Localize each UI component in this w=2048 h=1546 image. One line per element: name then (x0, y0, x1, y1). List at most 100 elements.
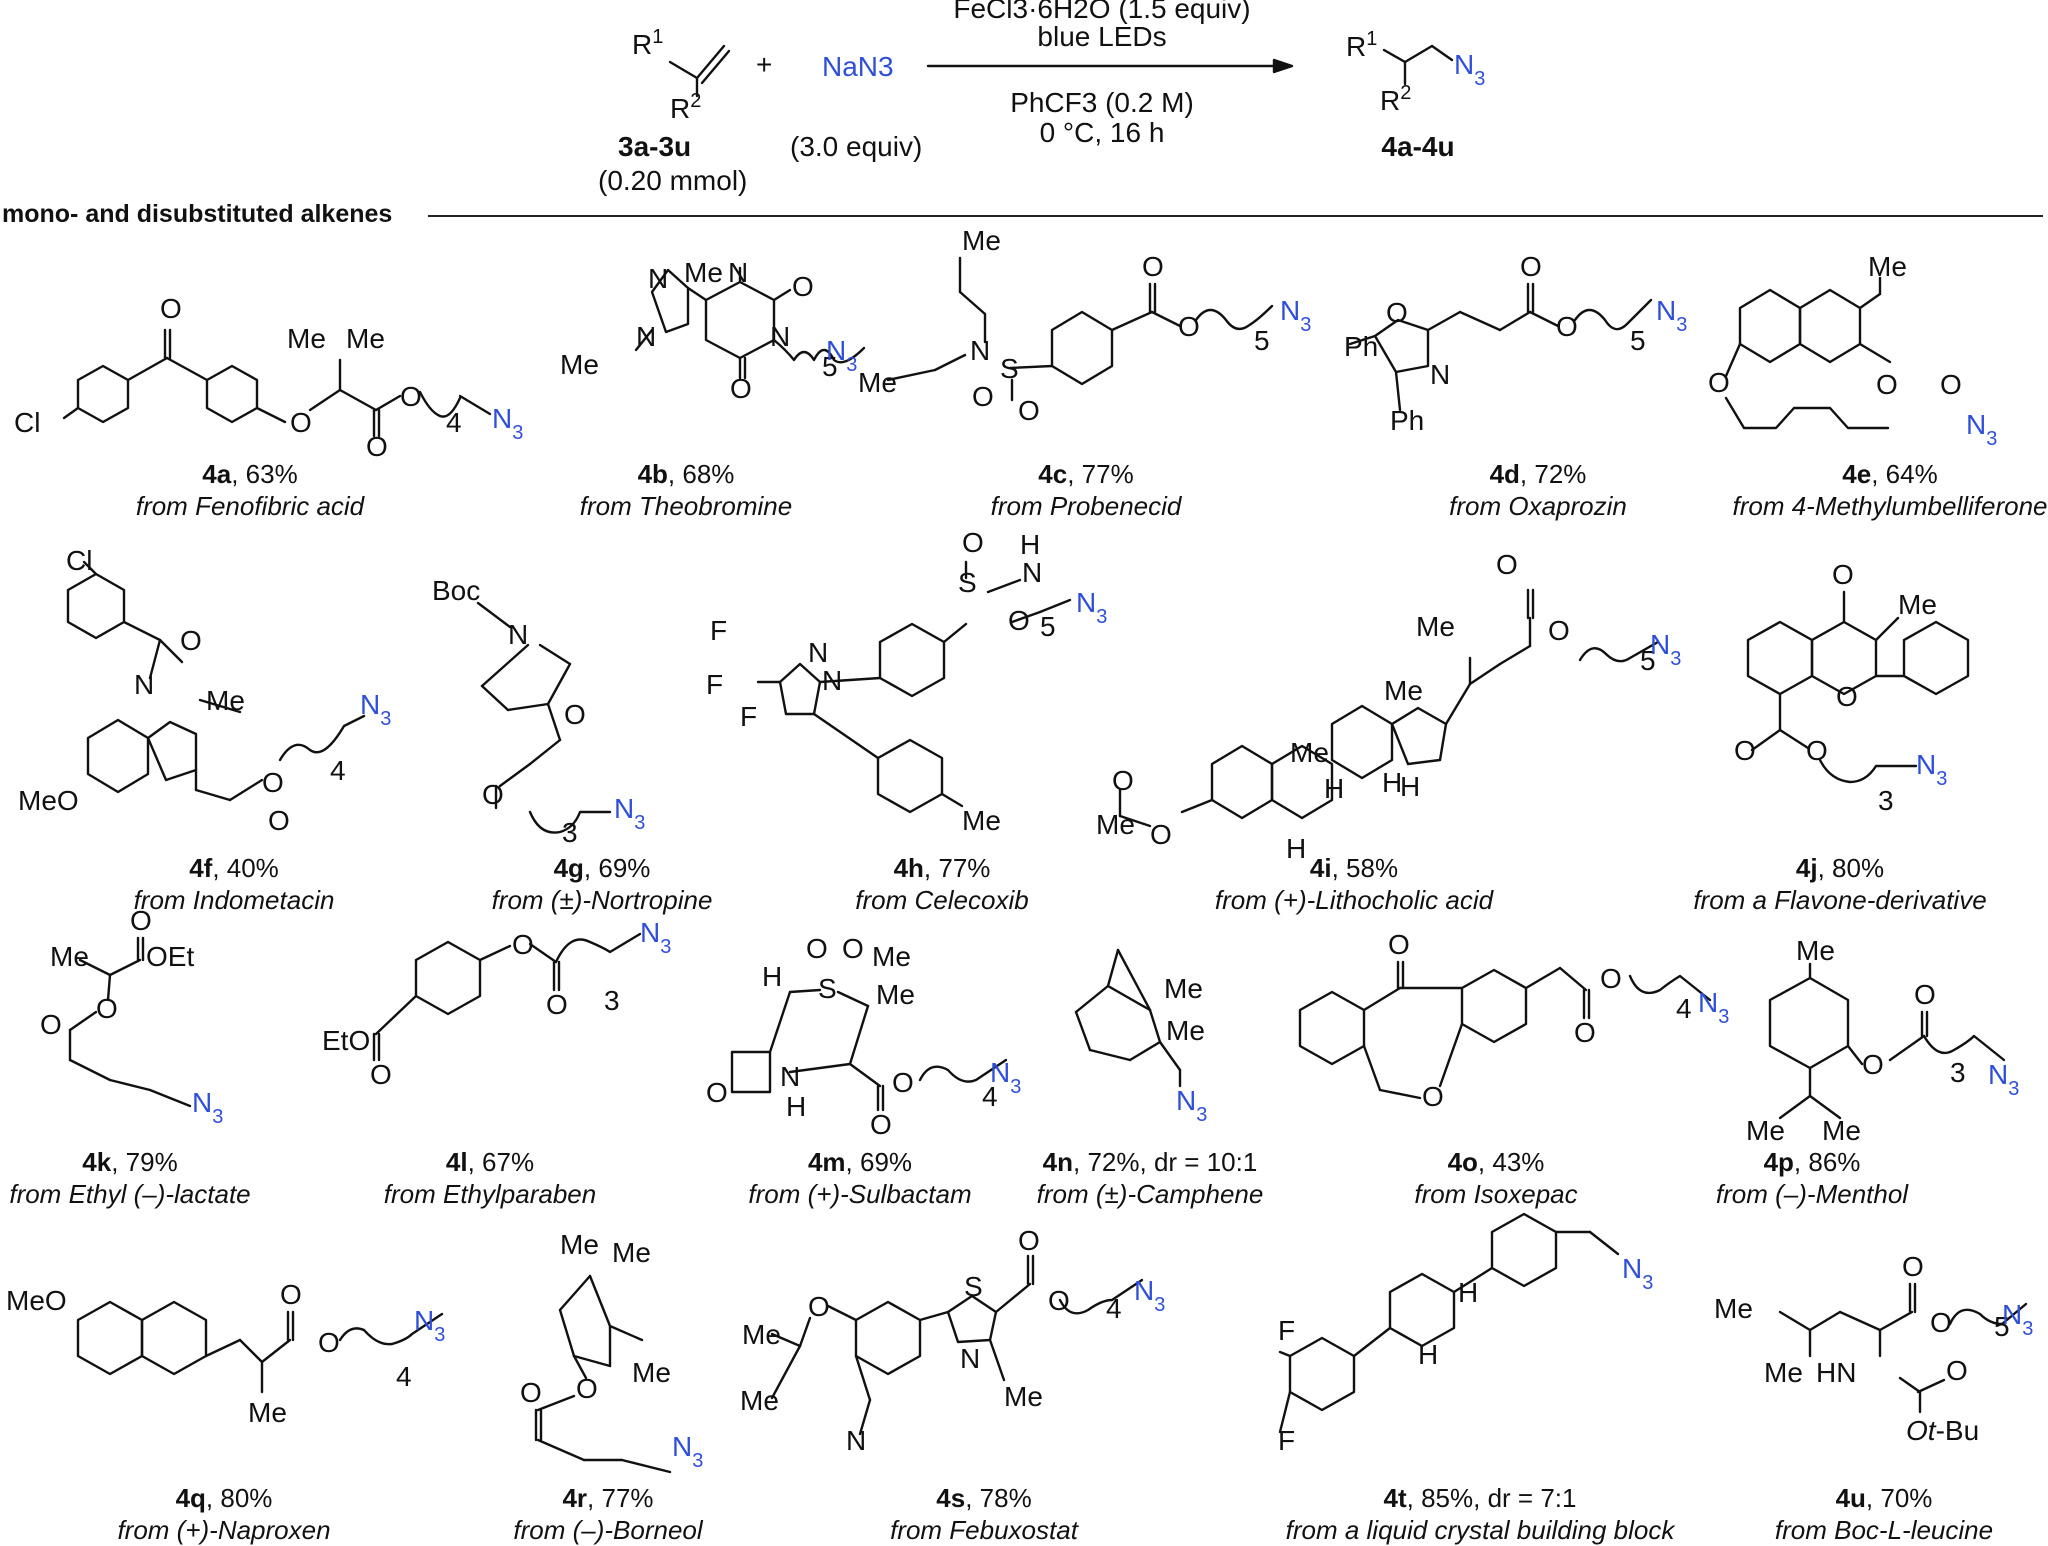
svg-text:N3: N3 (360, 689, 391, 730)
svg-text:3: 3 (1950, 1057, 1966, 1088)
structure-4t (1278, 1212, 1620, 1434)
svg-text:N3: N3 (414, 1305, 445, 1346)
svg-text:O: O (1574, 1017, 1596, 1048)
svg-text:O: O (180, 625, 202, 656)
svg-text:O: O (1940, 369, 1962, 400)
structure-4p (1768, 962, 2006, 1120)
svg-text:O: O (1112, 765, 1134, 796)
r1-label: R1 (632, 26, 663, 60)
svg-text:O: O (96, 993, 118, 1024)
caption-4n: 4n, 72%, dr = 10:1 from (±)-Camphene (1036, 1147, 1264, 1209)
substrate-label: 3a-3u (618, 131, 691, 162)
svg-text:N: N (846, 1425, 866, 1456)
structure-4h (756, 560, 1072, 814)
svg-text:N: N (970, 335, 990, 366)
svg-text:N: N (1022, 557, 1042, 588)
structure-4j (1746, 590, 1970, 784)
svg-text:Me: Me (858, 367, 897, 398)
structure-4n (1074, 948, 1182, 1088)
svg-text:O: O (1422, 1081, 1444, 1112)
svg-text:5: 5 (1254, 325, 1270, 356)
caption-4l: 4l, 67% from Ethylparaben (383, 1147, 597, 1209)
svg-text:Me: Me (248, 1397, 287, 1428)
svg-text:F: F (740, 701, 757, 732)
svg-text:N3: N3 (1966, 409, 1997, 450)
structure-4i (1118, 588, 1660, 828)
svg-text:5: 5 (1640, 645, 1656, 676)
structure-4k (68, 936, 192, 1108)
svg-text:O: O (1914, 979, 1936, 1010)
caption-4m: 4m, 69% from (+)-Sulbactam (748, 1147, 972, 1209)
svg-text:Me: Me (742, 1319, 781, 1350)
svg-text:O: O (808, 1291, 830, 1322)
svg-text:O: O (1902, 1251, 1924, 1282)
structure-4b (634, 266, 866, 380)
svg-text:H: H (1020, 529, 1040, 560)
svg-text:Boc: Boc (432, 575, 480, 606)
structure-4f (66, 560, 366, 802)
svg-text:O: O (1178, 311, 1200, 342)
svg-text:O: O (160, 293, 182, 324)
svg-text:N3: N3 (192, 1087, 223, 1128)
svg-text:OEt: OEt (146, 941, 194, 972)
svg-text:Cl: Cl (14, 407, 40, 438)
svg-text:O: O (564, 699, 586, 730)
caption-4h: 4h, 77% from Celecoxib (855, 853, 1029, 915)
svg-text:O: O (1048, 1285, 1070, 1316)
svg-text:O: O (1946, 1355, 1968, 1386)
svg-text:Me: Me (962, 225, 1001, 256)
svg-text:O: O (1708, 367, 1730, 398)
structure-4e (1724, 276, 1892, 430)
svg-text:N3: N3 (1698, 987, 1729, 1028)
product-structure (1382, 44, 1454, 86)
structure-4a (62, 328, 492, 438)
svg-text:N: N (1430, 359, 1450, 390)
svg-text:S: S (958, 567, 977, 598)
svg-text:Me: Me (560, 349, 599, 380)
product-label: 4a-4u (1381, 131, 1454, 162)
svg-text:3: 3 (604, 985, 620, 1016)
svg-text:O: O (400, 381, 422, 412)
svg-text:N: N (780, 1061, 800, 1092)
condition-light: blue LEDs (1037, 21, 1166, 52)
svg-text:O: O (512, 929, 534, 960)
svg-text:Me: Me (50, 941, 89, 972)
structure-4l (372, 932, 642, 1062)
svg-text:H: H (1382, 767, 1402, 798)
reagent-equiv: (3.0 equiv) (790, 131, 922, 162)
structure-4u (1778, 1282, 2028, 1414)
svg-text:F: F (710, 615, 727, 646)
svg-text:O: O (318, 1327, 340, 1358)
structure-4c (886, 256, 1274, 402)
structure-4s (770, 1254, 1144, 1436)
svg-text:Me: Me (206, 685, 245, 716)
svg-text:Me: Me (1384, 675, 1423, 706)
svg-text:5: 5 (1040, 611, 1056, 642)
svg-text:O: O (842, 933, 864, 964)
caption-4q: 4q, 80% from (+)-Naproxen (117, 1483, 331, 1545)
svg-text:Me: Me (287, 323, 326, 354)
svg-text:O: O (1008, 605, 1030, 636)
svg-text:N: N (134, 669, 154, 700)
svg-text:Me: Me (1764, 1357, 1803, 1388)
caption-4c: 4c, 77% from Probenecid (990, 459, 1182, 521)
svg-text:HN: HN (1816, 1357, 1856, 1388)
product-azide-label: N3 (1454, 49, 1485, 90)
svg-text:O: O (130, 905, 152, 936)
svg-text:H: H (762, 961, 782, 992)
svg-text:Me: Me (1290, 737, 1329, 768)
svg-text:O: O (972, 381, 994, 412)
svg-text:N: N (770, 321, 790, 352)
svg-text:N: N (728, 257, 748, 288)
svg-text:O: O (1600, 963, 1622, 994)
svg-text:O: O (806, 933, 828, 964)
caption-4p: 4p, 86% from (–)-Menthol (1715, 1147, 1909, 1209)
svg-text:Me: Me (1822, 1115, 1861, 1146)
svg-text:O: O (1496, 549, 1518, 580)
svg-text:O: O (576, 1373, 598, 1404)
svg-text:H: H (1458, 1277, 1478, 1308)
svg-text:O: O (280, 1279, 302, 1310)
svg-text:O: O (290, 407, 312, 438)
caption-4g: 4g, 69% from (±)-Nortropine (491, 853, 713, 915)
